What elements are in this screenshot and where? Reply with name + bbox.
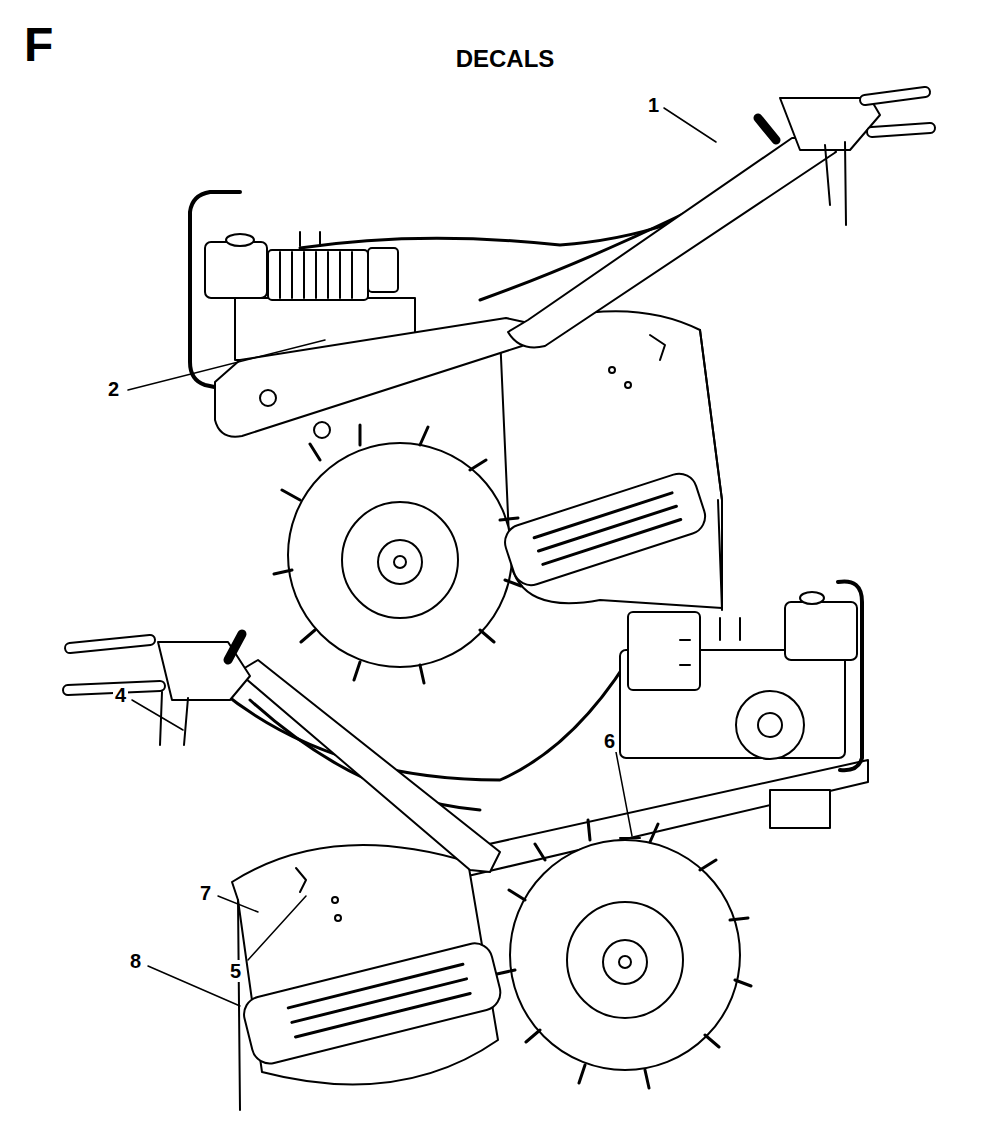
figure-letter: F <box>22 20 55 70</box>
diagram-title: DECALS <box>454 46 557 72</box>
leader-lines <box>128 108 716 1006</box>
callout-number: 8 <box>128 950 143 972</box>
callout-number: 6 <box>602 730 617 752</box>
upper-tiller <box>190 92 930 683</box>
callout-number: 2 <box>106 378 121 400</box>
callout-number: 4 <box>113 684 128 706</box>
callout-number: 1 <box>646 94 661 116</box>
lower-tiller <box>68 581 868 1110</box>
callout-number: 7 <box>198 882 213 904</box>
callout-number: 5 <box>228 960 243 982</box>
